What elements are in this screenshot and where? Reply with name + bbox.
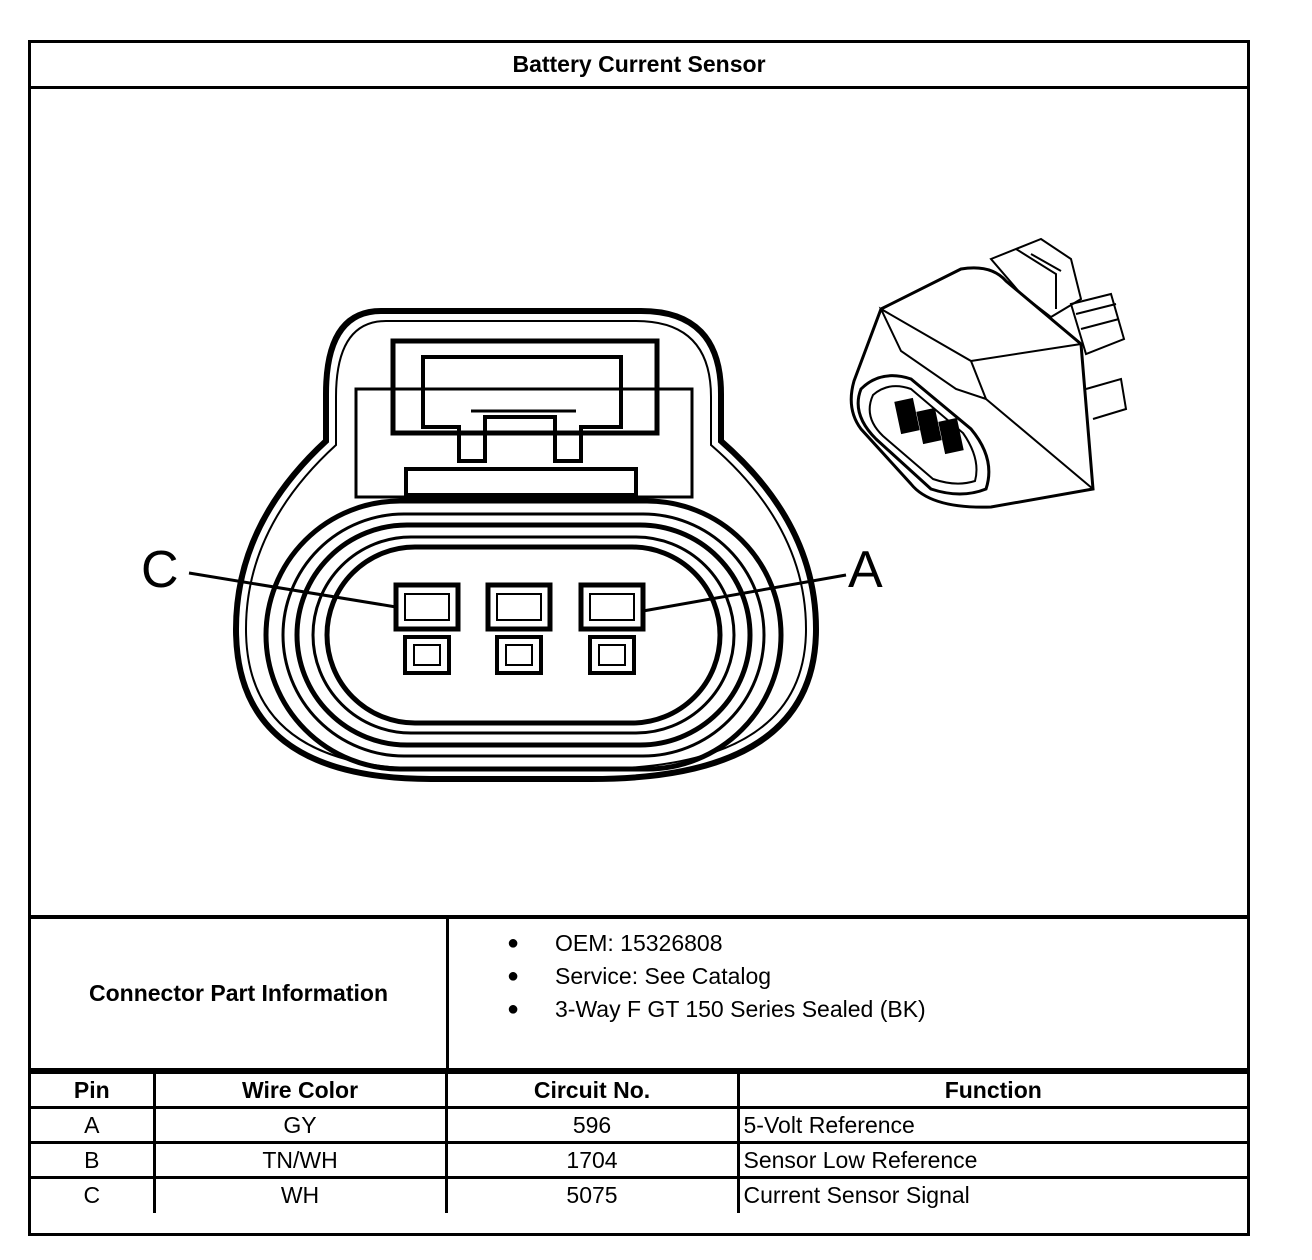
- part-info-text: 3-Way F GT 150 Series Sealed (BK): [555, 996, 926, 1022]
- connector-part-info-list: ● OEM: 15326808 ● Service: See Catalog ● 3-…: [449, 919, 1247, 1076]
- pin-table: Pin Wire Color Circuit No. Function A GY…: [31, 1071, 1247, 1213]
- bullet-icon: ●: [507, 998, 520, 1020]
- iso-terminal-a: [938, 417, 964, 455]
- table-row: C WH 5075 Current Sensor Signal: [31, 1176, 1247, 1213]
- pin-cell: C: [31, 1176, 156, 1213]
- terminal-cavity-a: [578, 582, 646, 675]
- header-wire-color: Wire Color: [152, 1071, 448, 1109]
- connector-part-info-label: Connector Part Information: [31, 919, 449, 1068]
- connector-housing-outline: [232, 308, 820, 782]
- header-function: Function: [736, 1071, 1247, 1109]
- iso-terminal-b: [916, 407, 942, 445]
- header-pin: Pin: [31, 1071, 156, 1109]
- iso-terminal-c: [894, 397, 920, 435]
- sheet-title: Battery Current Sensor: [31, 43, 1247, 89]
- seal-ring-4: [311, 535, 736, 735]
- table-row: A GY 596 5-Volt Reference: [31, 1106, 1247, 1144]
- wire-color-cell: WH: [152, 1176, 448, 1213]
- part-info-item: ● OEM: 15326808: [449, 927, 1247, 960]
- bullet-icon: ●: [507, 932, 520, 954]
- header-circuit-no: Circuit No.: [444, 1071, 740, 1109]
- leader-line-c: [188, 571, 397, 609]
- connector-end-view-sheet: Battery Current Sensor: [28, 40, 1250, 1236]
- pin-cell: A: [31, 1106, 156, 1144]
- connector-drawing: C A: [141, 237, 1128, 782]
- connector-part-info-section: Connector Part Information ● OEM: 1532680…: [31, 919, 1247, 1071]
- part-info-item: ● 3-Way F GT 150 Series Sealed (BK): [449, 993, 1247, 1026]
- function-cell: Current Sensor Signal: [736, 1176, 1247, 1213]
- function-cell: 5-Volt Reference: [736, 1106, 1247, 1144]
- latch-base: [404, 467, 638, 497]
- pin-table-header-row: Pin Wire Color Circuit No. Function: [31, 1071, 1247, 1109]
- callout-label-c: C: [141, 541, 179, 599]
- terminal-cavity-b: [485, 582, 553, 675]
- wire-color-cell: TN/WH: [152, 1141, 448, 1179]
- function-cell: Sensor Low Reference: [736, 1141, 1247, 1179]
- pin-cell: B: [31, 1141, 156, 1179]
- callout-label-a: A: [848, 541, 883, 599]
- seal-ring-2: [281, 512, 766, 758]
- table-row: B TN/WH 1704 Sensor Low Reference: [31, 1141, 1247, 1179]
- bullet-icon: ●: [507, 965, 520, 987]
- connector-isometric-view: [849, 237, 1128, 509]
- connector-diagram: C A: [31, 89, 1247, 919]
- circuit-no-cell: 596: [444, 1106, 740, 1144]
- circuit-no-cell: 1704: [444, 1141, 740, 1179]
- part-info-text: Service: See Catalog: [555, 963, 772, 989]
- latch-arm: [421, 355, 623, 463]
- terminal-cavity-c: [393, 582, 461, 675]
- seal-ring-inner: [324, 544, 723, 726]
- part-info-text: OEM: 15326808: [555, 930, 723, 956]
- wire-color-cell: GY: [152, 1106, 448, 1144]
- seal-ring-outer: [263, 498, 784, 772]
- seal-ring-3: [294, 522, 753, 748]
- latch-frame: [390, 338, 660, 436]
- part-info-item: ● Service: See Catalog: [449, 960, 1247, 993]
- circuit-no-cell: 5075: [444, 1176, 740, 1213]
- leader-line-a: [642, 573, 847, 613]
